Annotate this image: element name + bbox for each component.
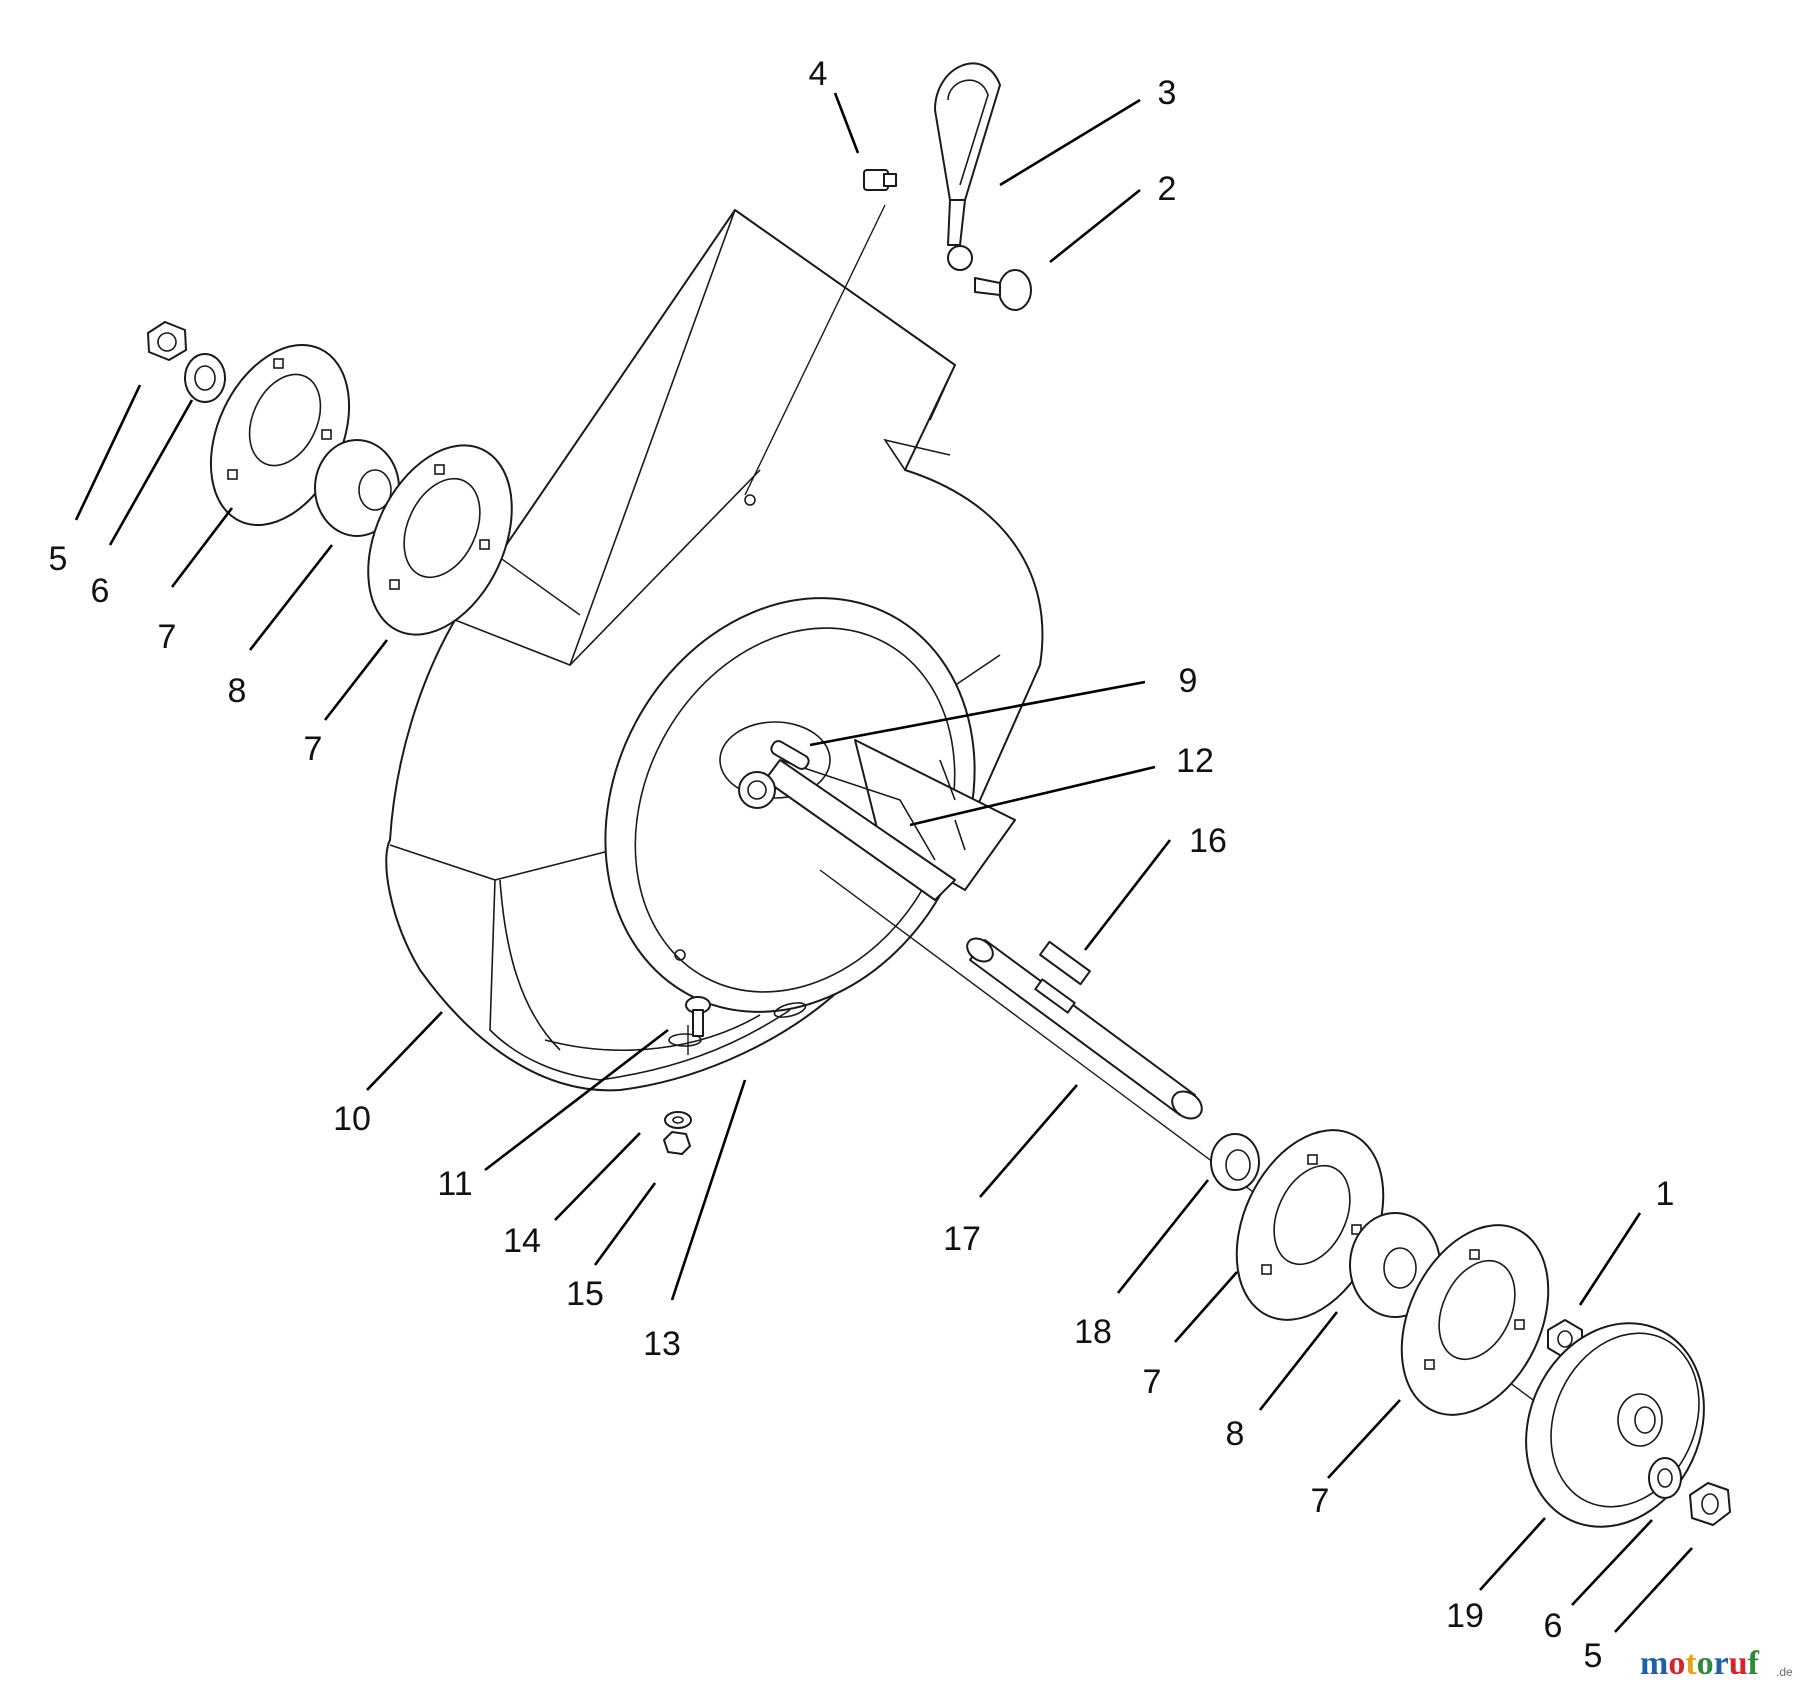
callout-6-left: 6	[91, 572, 110, 610]
callout-6-right: 6	[1544, 1607, 1563, 1645]
left-lock-washer	[184, 353, 226, 403]
watermark-letter: o	[1697, 1645, 1714, 1682]
callout-8-left: 8	[228, 672, 247, 710]
callout-10: 10	[333, 1100, 371, 1138]
right-hex-nut	[1689, 1482, 1731, 1526]
callout-8-right: 8	[1226, 1415, 1245, 1453]
watermark-letter: u	[1729, 1645, 1748, 1682]
callout-12: 12	[1176, 742, 1214, 780]
motoruf-watermark: motoruf .de	[1640, 1645, 1793, 1682]
impeller	[738, 759, 956, 901]
pin	[770, 740, 810, 770]
left-flange-inner	[367, 444, 513, 636]
watermark-letter: o	[1668, 1645, 1685, 1682]
callout-11: 11	[437, 1165, 472, 1203]
watermark-letter: r	[1714, 1645, 1729, 1682]
callout-2: 2	[1158, 170, 1177, 208]
callout-18: 18	[1074, 1313, 1112, 1351]
bottom-nut	[663, 1131, 691, 1155]
callout-17: 17	[943, 1220, 981, 1258]
callout-4: 4	[809, 55, 828, 93]
carriage-bolt	[685, 996, 711, 1037]
right-spacer	[1210, 1133, 1260, 1191]
left-hex-nut	[147, 321, 187, 361]
watermark-suffix: .de	[1776, 1665, 1793, 1679]
svg-text:motoruf: motoruf	[1640, 1645, 1760, 1682]
callout-7-left-b: 7	[304, 730, 323, 768]
callout-3: 3	[1158, 74, 1177, 112]
right-flange-outer	[1400, 1224, 1550, 1416]
callout-labels: 1 2 3 4 5 6 7 8 7 9 10 11 12 13 14 15 16…	[49, 55, 1675, 1675]
callout-1: 1	[1656, 1175, 1675, 1213]
callout-7-right-a: 7	[1143, 1363, 1162, 1401]
callout-5-right: 5	[1584, 1637, 1603, 1675]
watermark-letter: f	[1748, 1645, 1760, 1682]
blower-housing	[385, 209, 1044, 1092]
right-lock-washer	[1648, 1457, 1682, 1499]
chute-handle	[934, 62, 1001, 271]
callout-13: 13	[643, 1325, 681, 1363]
callout-7-right-b: 7	[1311, 1482, 1330, 1520]
callout-9: 9	[1179, 662, 1198, 700]
callout-5-left: 5	[49, 540, 68, 578]
knob	[974, 269, 1032, 311]
chute-axis	[744, 204, 886, 496]
watermark-letter: t	[1685, 1645, 1697, 1682]
callout-7-left-a: 7	[158, 618, 177, 656]
shaft	[966, 937, 1203, 1120]
chute-nut	[863, 169, 897, 191]
callout-14: 14	[503, 1222, 541, 1260]
callout-15: 15	[566, 1275, 604, 1313]
watermark-letter: m	[1640, 1645, 1668, 1682]
leader-lines	[74, 92, 1693, 1633]
callout-19: 19	[1446, 1597, 1484, 1635]
callout-16: 16	[1189, 822, 1227, 860]
flat-washer	[664, 1111, 692, 1129]
shaft-key	[1039, 940, 1091, 986]
